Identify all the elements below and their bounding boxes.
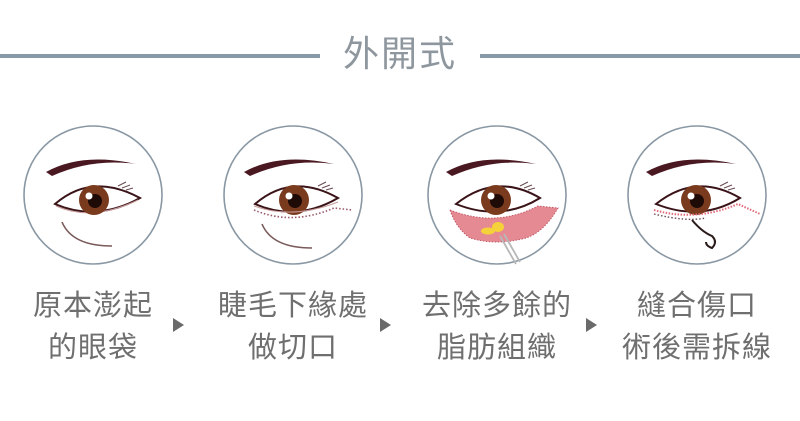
eye-bag-original-icon xyxy=(23,125,163,265)
fat-removal-icon xyxy=(427,125,567,265)
arrow-right-icon xyxy=(380,318,391,332)
step-label-3: 去除多餘的 脂肪組織 xyxy=(421,288,572,364)
arrow-right-icon xyxy=(173,318,184,332)
step-label-2: 睫毛下緣處 做切口 xyxy=(217,288,368,364)
header-rule-left xyxy=(0,54,320,58)
section-header: 外開式 xyxy=(0,30,800,80)
step-label-4: 縫合傷口 術後需拆線 xyxy=(621,288,772,364)
suture-icon xyxy=(627,125,767,265)
eyelash-incision-icon xyxy=(223,125,363,265)
step-label-1: 原本澎起 的眼袋 xyxy=(32,288,153,364)
section-title: 外開式 xyxy=(342,34,457,75)
arrow-right-icon xyxy=(586,318,597,332)
header-rule-right xyxy=(480,54,800,58)
